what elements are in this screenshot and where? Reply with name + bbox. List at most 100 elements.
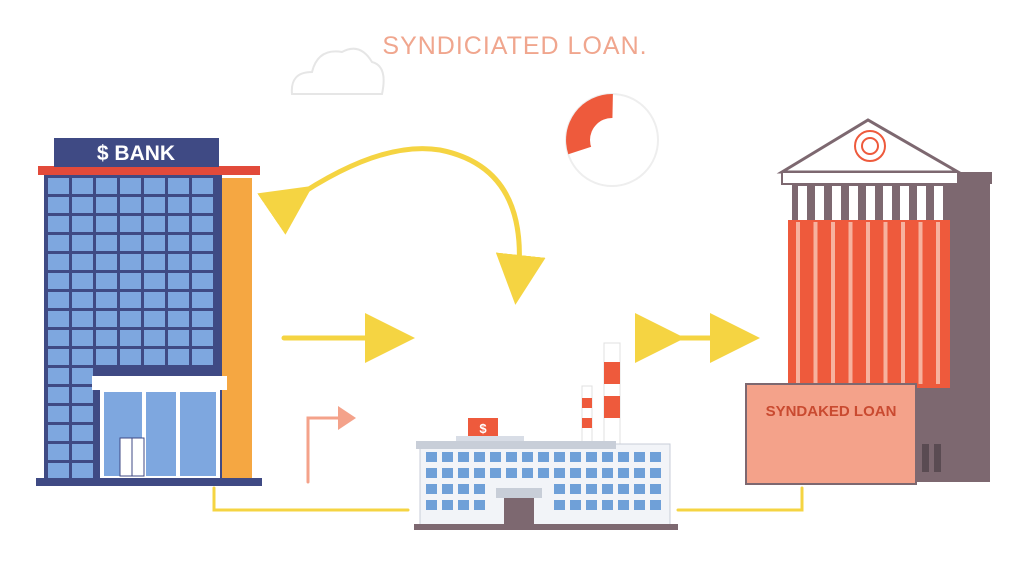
upper-column xyxy=(900,186,909,220)
factory-window xyxy=(602,468,613,478)
bank-window xyxy=(48,216,69,232)
upper-column xyxy=(815,186,824,220)
lower-column-stripe xyxy=(918,222,923,384)
factory-window xyxy=(442,468,453,478)
bank-window xyxy=(168,216,189,232)
factory-windows xyxy=(426,452,661,510)
bank-window xyxy=(96,216,117,232)
bank-window xyxy=(96,349,117,365)
factory-window xyxy=(426,500,437,510)
factory-window xyxy=(650,452,661,462)
bank-window xyxy=(72,444,93,460)
bank-window xyxy=(120,311,141,327)
bank-window xyxy=(192,254,213,270)
bank-window xyxy=(144,197,165,213)
factory-sign: $ xyxy=(479,421,487,436)
factory-window xyxy=(490,452,501,462)
factory-window xyxy=(570,500,581,510)
bank-windows xyxy=(48,178,213,479)
cloud-icon xyxy=(290,47,385,95)
bank-window xyxy=(120,254,141,270)
bank-window xyxy=(168,311,189,327)
bank-window xyxy=(48,178,69,194)
factory-window xyxy=(602,500,613,510)
factory-window xyxy=(634,452,645,462)
bank-window xyxy=(48,311,69,327)
lower-column-stripe xyxy=(813,222,818,384)
factory-window xyxy=(426,452,437,462)
factory-window xyxy=(586,468,597,478)
bank-window xyxy=(96,273,117,289)
bank-window xyxy=(192,235,213,251)
lower-column-stripe xyxy=(901,222,905,384)
bank-window xyxy=(120,292,141,308)
lower-column-stripe xyxy=(848,222,853,384)
bank-window xyxy=(72,349,93,365)
bank-window xyxy=(96,292,117,308)
factory-window xyxy=(458,484,469,494)
bank-window xyxy=(72,387,93,403)
bank-window xyxy=(48,292,69,308)
bank-window xyxy=(120,235,141,251)
bank-window xyxy=(168,235,189,251)
bank-window xyxy=(72,235,93,251)
bank-window xyxy=(168,292,189,308)
factory-window xyxy=(554,452,565,462)
factory-window xyxy=(570,484,581,494)
bank-window xyxy=(96,254,117,270)
factory-window xyxy=(634,468,645,478)
bank-building: $ BANK xyxy=(36,138,262,486)
bank-window xyxy=(96,330,117,346)
bank-window xyxy=(192,197,213,213)
factory-window xyxy=(650,468,661,478)
bank-window xyxy=(96,178,117,194)
seal-icon xyxy=(854,130,886,162)
factory-window xyxy=(650,484,661,494)
diagram-title: SYNDICIATED LOAN. xyxy=(382,32,648,60)
factory-window xyxy=(426,484,437,494)
bank-window xyxy=(192,216,213,232)
bank-window xyxy=(72,463,93,479)
arc-arrow xyxy=(257,146,546,305)
lower-columns xyxy=(796,222,940,384)
factory-window xyxy=(602,484,613,494)
factory-building: $ xyxy=(414,342,678,530)
bank-window xyxy=(48,349,69,365)
bank-window xyxy=(72,292,93,308)
factory-window xyxy=(490,468,501,478)
bank-window xyxy=(144,311,165,327)
factory-window xyxy=(538,468,549,478)
bank-window xyxy=(192,330,213,346)
factory-window xyxy=(506,468,517,478)
bank-window xyxy=(144,273,165,289)
bank-window xyxy=(192,178,213,194)
factory-window xyxy=(522,468,533,478)
lower-column-stripe xyxy=(831,222,835,384)
bank-window xyxy=(168,349,189,365)
bank-window xyxy=(192,273,213,289)
right-building-label: SYNDAKED LOAN xyxy=(766,403,897,420)
bank-window xyxy=(72,178,93,194)
factory-window xyxy=(522,452,533,462)
factory-window xyxy=(554,500,565,510)
bank-window xyxy=(48,273,69,289)
upper-column xyxy=(917,186,926,220)
bank-window xyxy=(96,235,117,251)
bank-window xyxy=(144,292,165,308)
factory-window xyxy=(458,452,469,462)
upper-column xyxy=(849,186,858,220)
bank-window xyxy=(144,254,165,270)
lower-column-stripe xyxy=(866,222,870,384)
lower-column-stripe xyxy=(936,222,940,384)
factory-window xyxy=(474,500,485,510)
upper-column xyxy=(934,186,943,220)
factory-window xyxy=(474,468,485,478)
factory-window xyxy=(458,468,469,478)
bank-window xyxy=(120,349,141,365)
upper-column xyxy=(832,186,841,220)
bank-window xyxy=(144,235,165,251)
bank-window xyxy=(72,254,93,270)
factory-window xyxy=(474,452,485,462)
lower-column-stripe xyxy=(796,222,800,384)
bank-window xyxy=(72,197,93,213)
